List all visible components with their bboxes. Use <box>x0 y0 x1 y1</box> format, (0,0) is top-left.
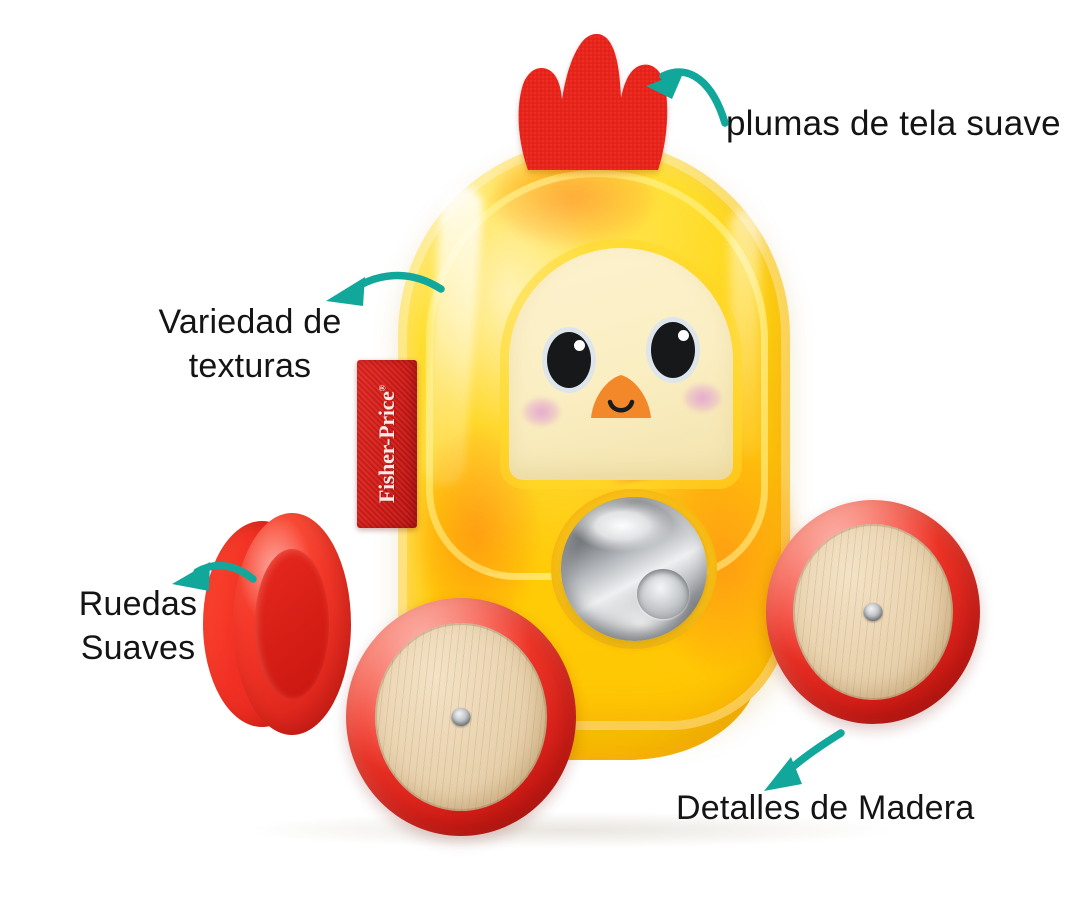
right-blush <box>684 384 721 412</box>
chrome-ball-dimple <box>637 569 689 619</box>
rear-left-wheel <box>203 513 351 735</box>
comb-icon <box>518 33 668 171</box>
beak-icon <box>591 375 651 418</box>
fisher-price-tag-label: Fisher-Price® <box>374 384 399 504</box>
axle-pin <box>451 707 471 726</box>
callout-label-variedad: Variedad de texturas <box>158 303 342 386</box>
wheel-wood-center <box>792 523 954 701</box>
beak <box>590 374 652 420</box>
left-eye <box>547 332 591 388</box>
left-blush <box>523 398 560 426</box>
chick-face <box>509 248 733 480</box>
body-highlight <box>730 210 760 460</box>
chrome-ball <box>561 497 707 641</box>
wheel-hub <box>255 549 329 699</box>
right-eye <box>651 322 695 378</box>
callout-label-ruedas: Ruedas Suaves <box>78 585 198 668</box>
axle-pin <box>863 602 883 621</box>
eye-highlight <box>574 340 585 351</box>
fabric-comb <box>508 22 680 172</box>
eye-highlight <box>678 330 689 341</box>
rear-right-wheel <box>766 500 980 724</box>
wheel-face <box>233 513 351 735</box>
front-wheel <box>346 598 576 836</box>
fisher-price-tag: Fisher-Price® <box>357 360 417 528</box>
wheel-wood-center <box>374 622 548 811</box>
ground-shadow <box>250 812 890 848</box>
callout-label-plumas: plumas de tela suave <box>726 104 1061 143</box>
callout-label-madera: Detalles de Madera <box>676 789 975 827</box>
